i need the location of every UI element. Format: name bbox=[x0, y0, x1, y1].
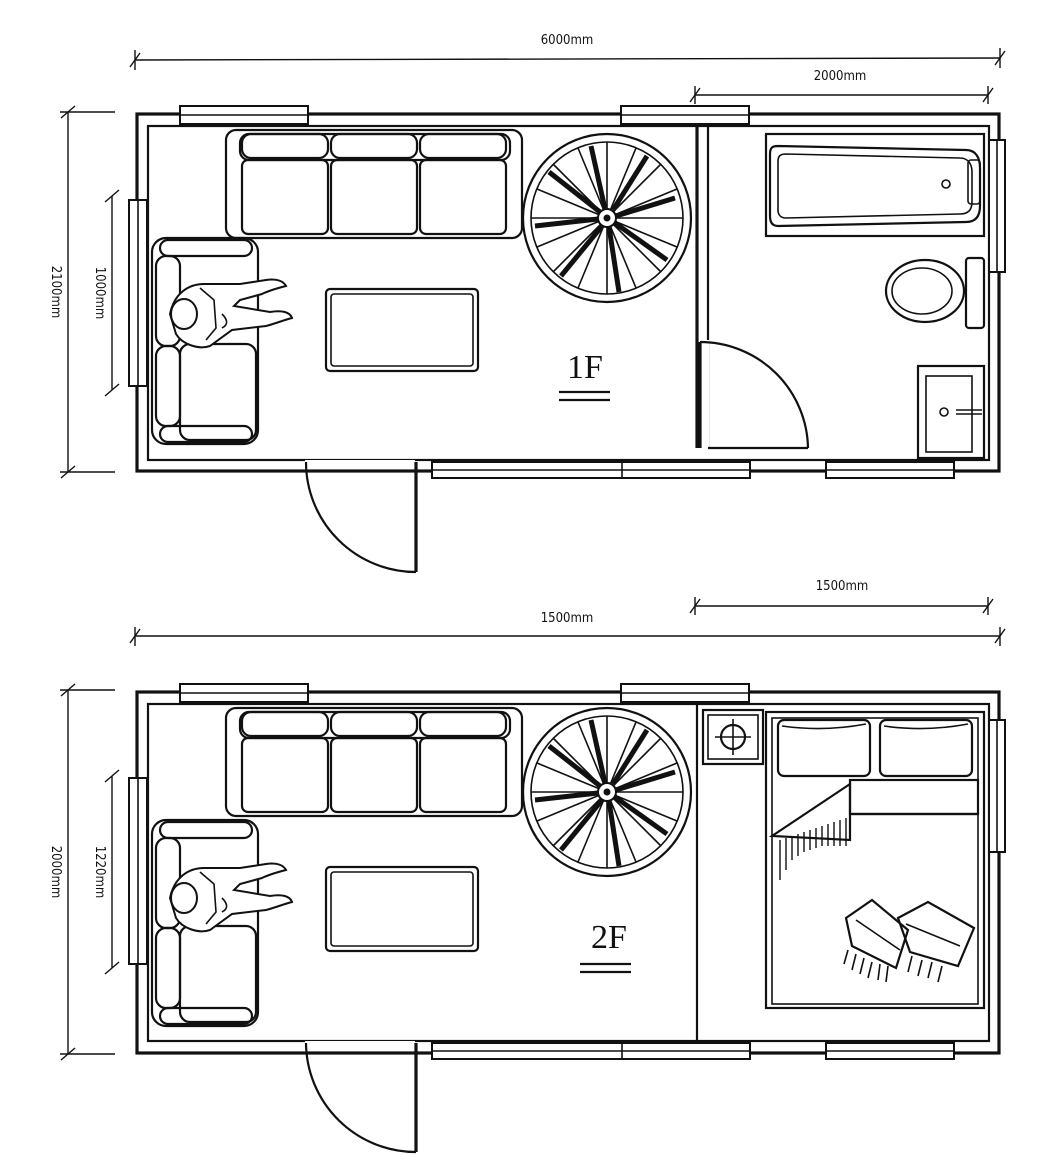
dim-top-height: 2100mm bbox=[48, 266, 63, 319]
dim-top-window: 1000mm bbox=[92, 267, 107, 320]
bottom-bed-dimension bbox=[689, 597, 994, 615]
floor-1f-plan: 1F bbox=[128, 105, 1006, 574]
dim-bottom-overall: 1500mm bbox=[541, 611, 594, 626]
bottom-window-dimension bbox=[104, 769, 120, 975]
toilet-icon bbox=[884, 256, 986, 330]
floor-label-1f: 1F bbox=[567, 349, 603, 386]
sofa-icon-2f bbox=[224, 706, 524, 818]
dim-top-bath: 2000mm bbox=[814, 69, 867, 84]
bed-icon bbox=[764, 710, 986, 1010]
dim-bottom-window: 1220mm bbox=[92, 846, 107, 899]
coffee-table-icon bbox=[324, 287, 480, 373]
dim-top-overall: 6000mm bbox=[541, 33, 594, 48]
coffee-table-icon-2f bbox=[324, 865, 480, 953]
bathtub-icon bbox=[764, 132, 986, 238]
bottom-overall-dimension bbox=[129, 627, 1006, 646]
dim-bottom-height: 2000mm bbox=[48, 846, 63, 899]
floor-label-2f: 2F bbox=[591, 919, 627, 956]
top-overall-dimension bbox=[129, 48, 1006, 70]
floor-2f-plan: 2F bbox=[128, 683, 1006, 1154]
seated-person-icon bbox=[169, 278, 293, 349]
top-height-dimension bbox=[60, 105, 115, 479]
spiral-stair-icon bbox=[523, 134, 691, 302]
dim-bottom-bed: 1500mm bbox=[816, 579, 869, 594]
cooktop-icon bbox=[701, 708, 765, 766]
seated-person-icon-2f bbox=[169, 862, 293, 933]
top-window-dimension bbox=[104, 189, 120, 397]
sofa-icon bbox=[224, 128, 524, 240]
top-bath-dimension bbox=[689, 86, 994, 104]
bath-door-icon bbox=[698, 340, 810, 450]
bottom-height-dimension bbox=[60, 683, 115, 1061]
sink-icon bbox=[916, 364, 986, 460]
spiral-stair-icon-2f bbox=[523, 708, 691, 876]
door-swing-icon bbox=[304, 460, 418, 574]
door-swing-icon-2f bbox=[304, 1041, 418, 1154]
